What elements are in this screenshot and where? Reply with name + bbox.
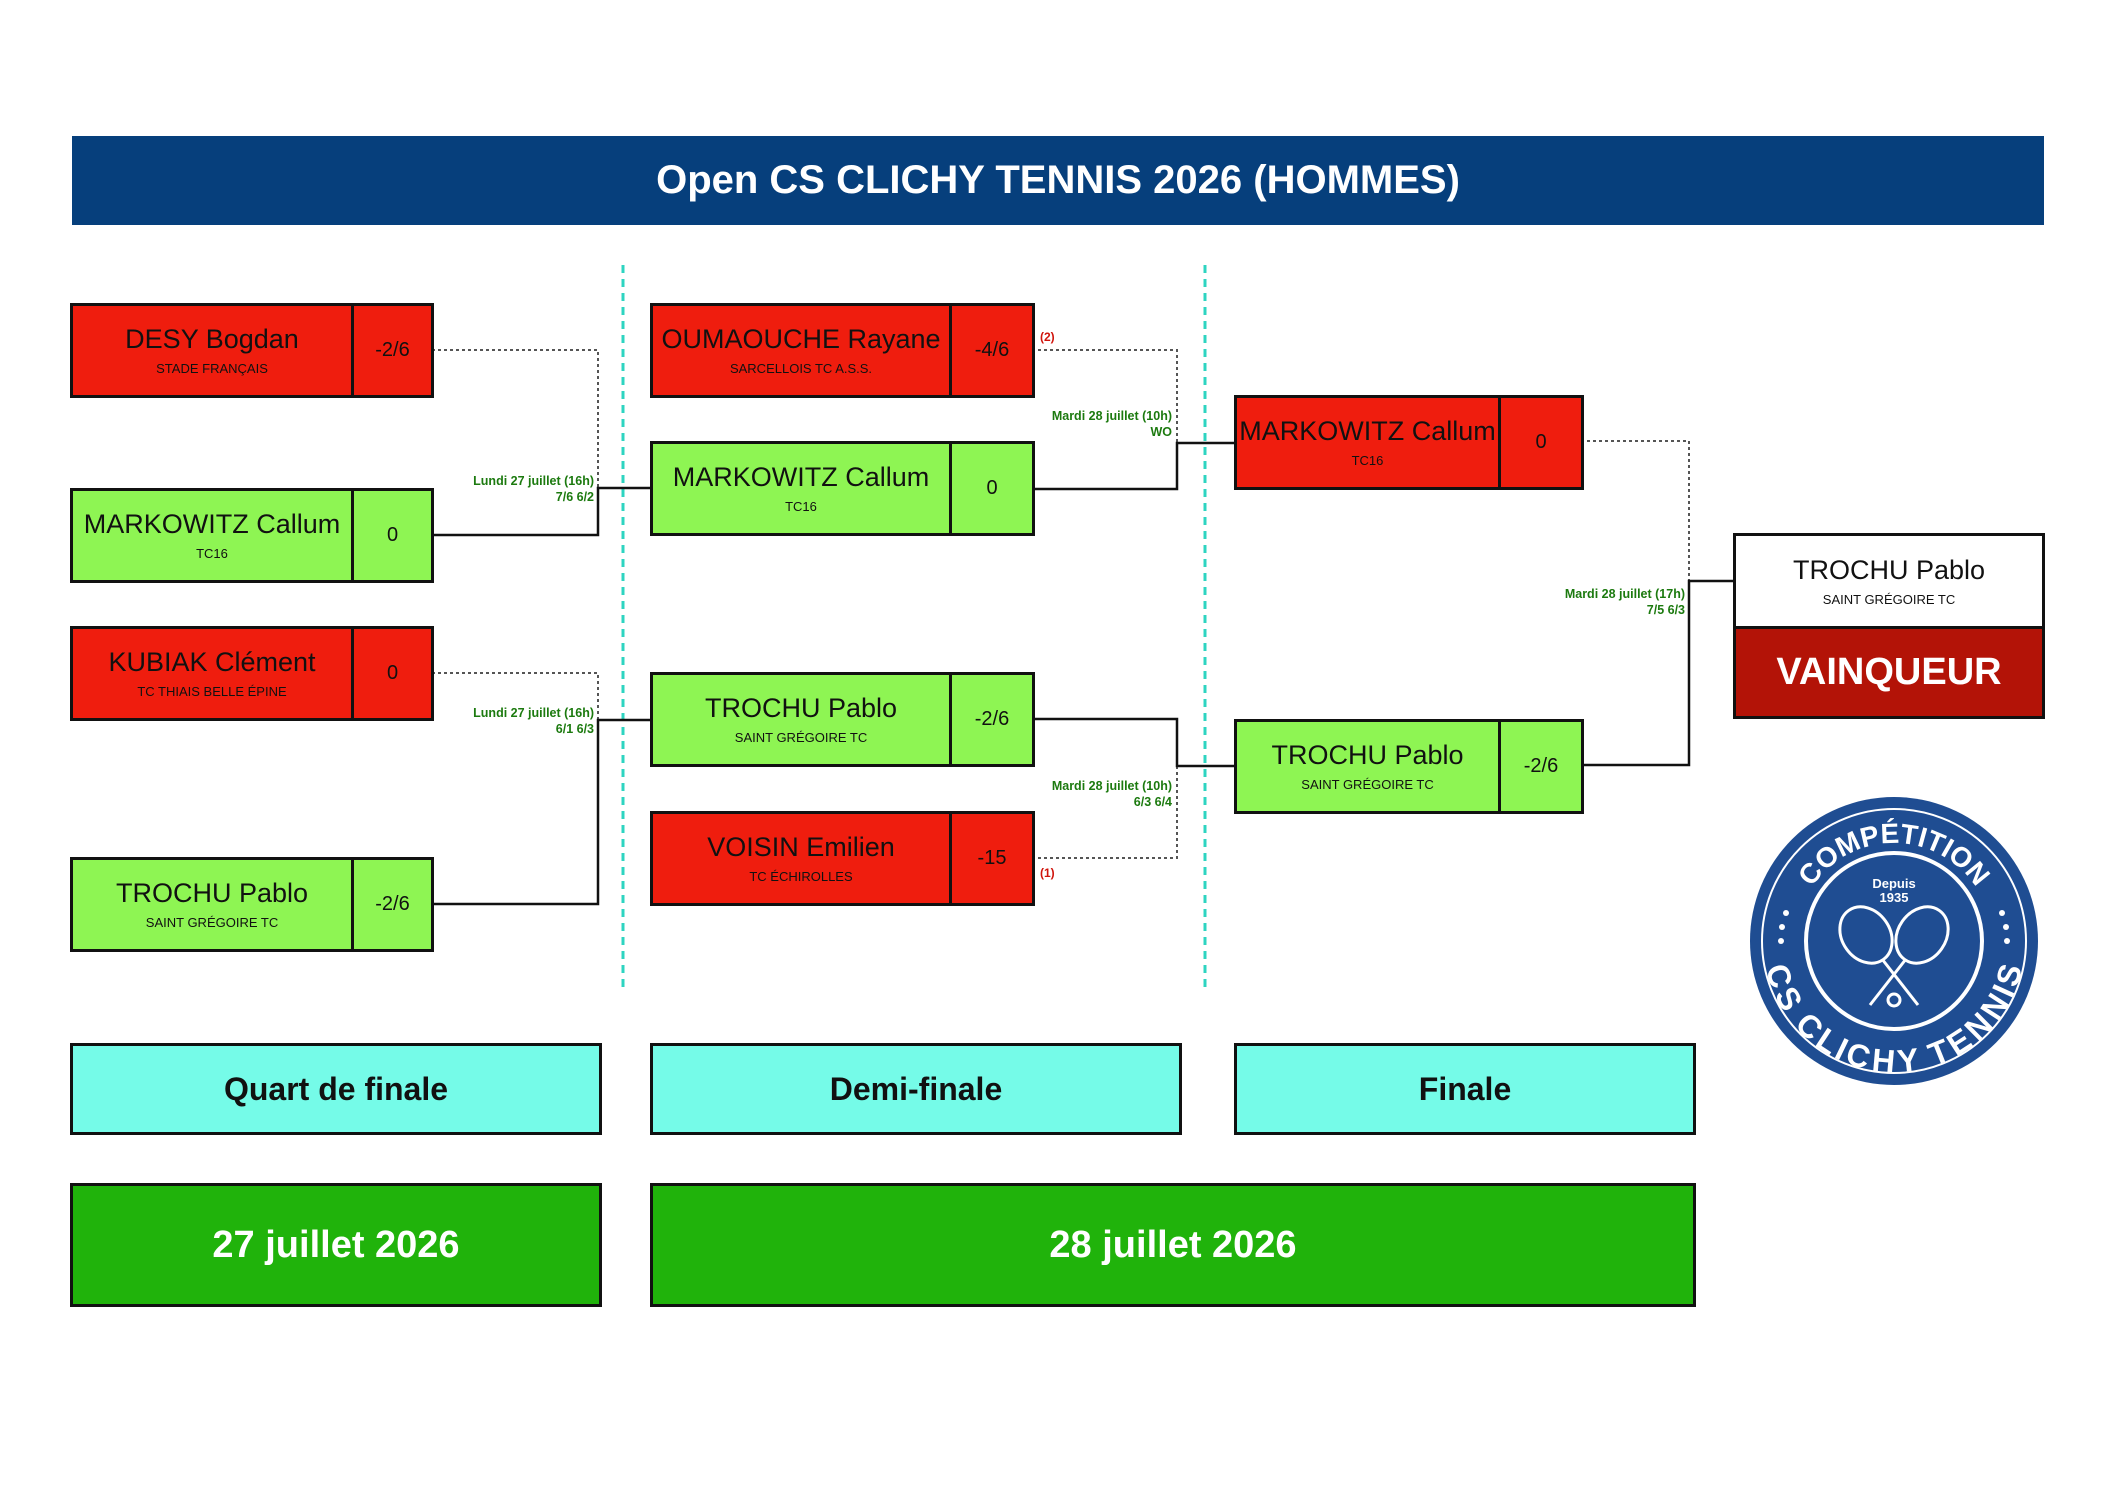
logo-since: Depuis (1872, 876, 1915, 891)
sf2-match-info: Mardi 28 juillet (10h) 6/3 6/4 (1010, 778, 1172, 811)
player-rank: -2/6 (949, 675, 1032, 764)
winner-label: VAINQUEUR (1736, 626, 2042, 716)
match-score: WO (1150, 425, 1172, 440)
qf-player-2: MARKOWITZ Callum TC16 0 (70, 488, 434, 583)
player-rank: -4/6 (949, 306, 1032, 395)
match-score: 7/6 6/2 (555, 490, 594, 505)
page-title: Open CS CLICHY TENNIS 2026 (HOMMES) (72, 136, 2044, 225)
match-time: Mardi 28 juillet (17h) (1564, 587, 1685, 601)
round-label-semi: Demi-finale (650, 1043, 1182, 1135)
player-name: MARKOWITZ Callum (1239, 416, 1496, 447)
logo-year: 1935 (1880, 890, 1909, 905)
qf-player-1: DESY Bogdan STADE FRANÇAIS -2/6 (70, 303, 434, 398)
player-club: STADE FRANÇAIS (156, 360, 268, 376)
sf-player-4: VOISIN Emilien TC ÉCHIROLLES -15 (650, 811, 1035, 906)
player-name: TROCHU Pablo (115, 878, 309, 909)
player-club: TC16 (1351, 452, 1384, 468)
player-rank: -15 (949, 814, 1032, 903)
player-rank: -2/6 (1498, 722, 1581, 811)
sf-player-3: TROCHU Pablo SAINT GRÉGOIRE TC -2/6 (650, 672, 1035, 767)
player-rank: 0 (949, 444, 1032, 533)
qf-player-3: KUBIAK Clément TC THIAIS BELLE ÉPINE 0 (70, 626, 434, 721)
winner-name: TROCHU Pablo (1792, 555, 1986, 585)
seed-badge: (2) (1040, 330, 1055, 344)
club-logo: COMPÉTITION CS CLICHY TENNIS Depuis 1935 (1750, 797, 2038, 1085)
match-score: 6/1 6/3 (555, 722, 594, 737)
player-rank: 0 (1498, 398, 1581, 487)
player-rank: -2/6 (351, 306, 431, 395)
match-score: 7/5 6/3 (1646, 603, 1685, 618)
player-club: SAINT GRÉGOIRE TC (1301, 776, 1434, 792)
sf-player-2: MARKOWITZ Callum TC16 0 (650, 441, 1035, 536)
player-name: MARKOWITZ Callum (83, 509, 341, 540)
player-rank: -2/6 (351, 860, 431, 949)
winner-club: SAINT GRÉGOIRE TC (1822, 592, 1956, 607)
laurel-icon (1778, 910, 2010, 944)
sf-player-1: OUMAOUCHE Rayane SARCELLOIS TC A.S.S. -4… (650, 303, 1035, 398)
final-player-2: TROCHU Pablo SAINT GRÉGOIRE TC -2/6 (1234, 719, 1584, 814)
sf1-match-info: Mardi 28 juillet (10h) WO (1010, 408, 1172, 441)
player-club: TC ÉCHIROLLES (749, 868, 853, 884)
winner-box: TROCHU Pablo SAINT GRÉGOIRE TC VAINQUEUR (1733, 533, 2045, 719)
player-name: TROCHU Pablo (1271, 740, 1464, 771)
date-label-day1: 27 juillet 2026 (70, 1183, 602, 1307)
player-club: SAINT GRÉGOIRE TC (734, 729, 868, 745)
match-time: Lundi 27 juillet (16h) (473, 474, 594, 488)
match-time: Lundi 27 juillet (16h) (473, 706, 594, 720)
final-match-info: Mardi 28 juillet (17h) 7/5 6/3 (1515, 586, 1685, 619)
match-score: 6/3 6/4 (1133, 795, 1172, 810)
qf2-match-info: Lundi 27 juillet (16h) 6/1 6/3 (440, 705, 594, 738)
date-label-day2: 28 juillet 2026 (650, 1183, 1696, 1307)
match-time: Mardi 28 juillet (10h) (1051, 409, 1172, 423)
player-name: OUMAOUCHE Rayane (661, 324, 941, 355)
round-label-quarter: Quart de finale (70, 1043, 602, 1135)
player-rank: 0 (351, 629, 431, 718)
round-label-final: Finale (1234, 1043, 1696, 1135)
match-time: Mardi 28 juillet (10h) (1051, 779, 1172, 793)
player-name: MARKOWITZ Callum (672, 462, 930, 493)
player-club: TC THIAIS BELLE ÉPINE (137, 683, 287, 699)
qf-player-4: TROCHU Pablo SAINT GRÉGOIRE TC -2/6 (70, 857, 434, 952)
player-rank: 0 (351, 491, 431, 580)
player-club: TC16 (785, 498, 817, 514)
player-name: VOISIN Emilien (707, 832, 895, 863)
player-name: TROCHU Pablo (704, 693, 898, 724)
crossed-rackets-icon (1838, 905, 1950, 1008)
final-player-1: MARKOWITZ Callum TC16 0 (1234, 395, 1584, 490)
player-club: TC16 (196, 545, 228, 561)
seed-badge: (1) (1040, 866, 1055, 880)
player-name: KUBIAK Clément (108, 647, 316, 678)
player-club: SARCELLOIS TC A.S.S. (729, 360, 873, 376)
player-club: SAINT GRÉGOIRE TC (145, 914, 279, 930)
player-name: DESY Bogdan (125, 324, 299, 355)
qf1-match-info: Lundi 27 juillet (16h) 7/6 6/2 (440, 473, 594, 506)
